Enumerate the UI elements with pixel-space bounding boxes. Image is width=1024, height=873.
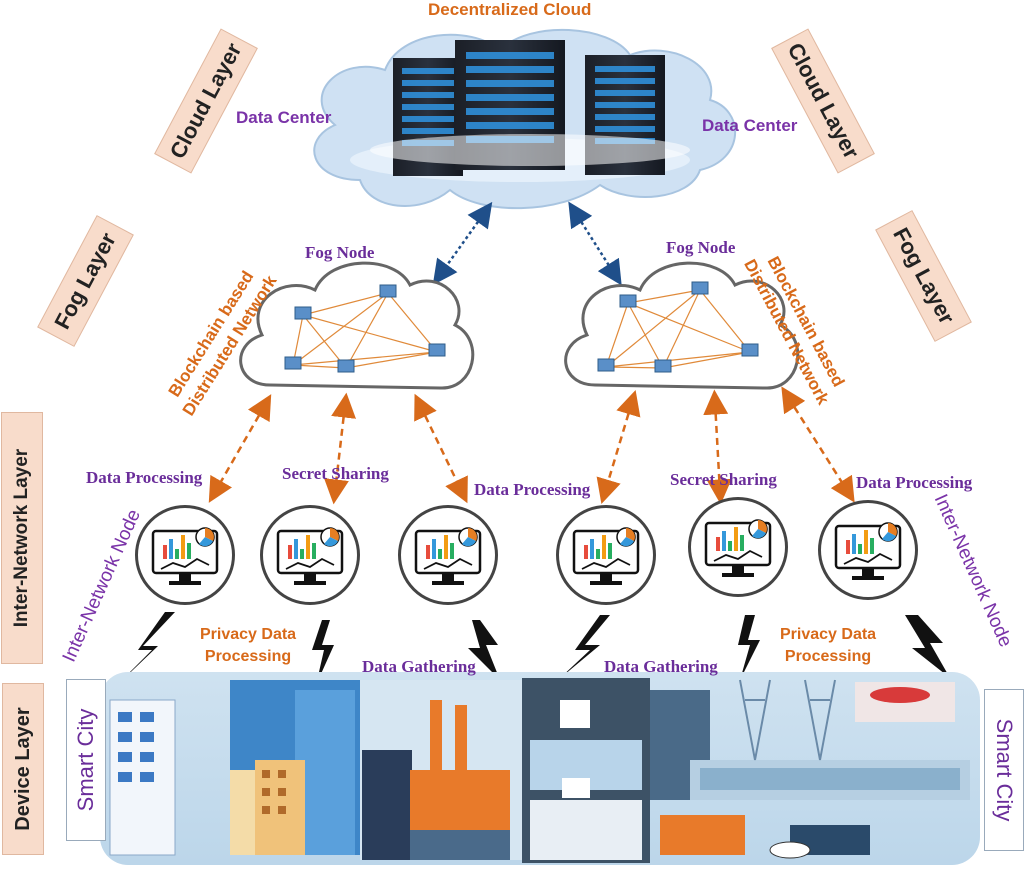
smart-city-band	[100, 672, 980, 865]
data-center-left: Data Center	[236, 108, 332, 127]
data-processing-label-1: Data Processing	[86, 468, 203, 487]
device-layer: Device Layer	[2, 683, 44, 855]
page-title: Decentralized Cloud	[428, 0, 592, 19]
lightning-bolts	[112, 612, 950, 690]
inter-network-layer: Inter-Network Layer	[1, 412, 43, 664]
inter-node-3	[398, 505, 498, 605]
privacy-right-line1: Privacy Data	[780, 626, 877, 643]
device-layer-label: Device Layer	[11, 707, 34, 831]
cloud-fog-arrow-left	[432, 201, 493, 286]
server-racks	[370, 40, 690, 176]
fog-cloud-right	[564, 261, 800, 390]
smart-city-right: Smart City	[984, 689, 1024, 851]
inter-node-2	[260, 505, 360, 605]
inter-node-5	[688, 497, 788, 597]
inter-node-4	[556, 505, 656, 605]
secret-sharing-label-1: Secret Sharing	[282, 464, 389, 483]
fog-inter-arrows	[208, 386, 855, 505]
privacy-right-line2: Processing	[784, 648, 872, 665]
data-processing-label-3: Data Processing	[856, 473, 973, 492]
inter-node-1	[135, 505, 235, 605]
inter-network-layer-label: Inter-Network Layer	[11, 448, 32, 628]
privacy-left-line1: Privacy Data	[200, 626, 297, 643]
fog-cloud-left	[239, 261, 475, 390]
privacy-left-line2: Processing	[204, 648, 292, 665]
smart-city-right-label: Smart City	[992, 718, 1017, 822]
secret-sharing-label-2: Secret Sharing	[670, 470, 777, 489]
data-center-right: Data Center	[702, 116, 798, 135]
fog-node-right-label: Fog Node	[666, 238, 736, 257]
fog-node-left-label: Fog Node	[305, 243, 375, 262]
privacy-processing-left: Privacy Data Processing	[200, 624, 296, 668]
data-gathering-left: Data Gathering	[362, 657, 476, 676]
data-gathering-right: Data Gathering	[604, 657, 718, 676]
inter-node-6	[818, 500, 918, 600]
smart-city-left: Smart City	[66, 679, 106, 841]
cloud-fog-arrow-right	[568, 201, 622, 286]
privacy-processing-right: Privacy Data Processing	[780, 624, 876, 668]
data-processing-label-2: Data Processing	[474, 480, 591, 499]
smart-city-left-label: Smart City	[73, 708, 98, 812]
